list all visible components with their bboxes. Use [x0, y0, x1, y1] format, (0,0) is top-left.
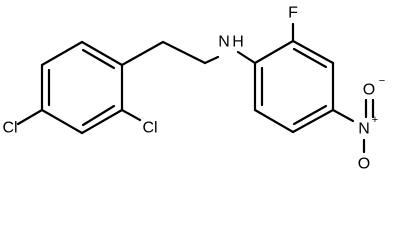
- bond-nh-ring: [236, 50, 257, 65]
- bond: [40, 108, 84, 135]
- double-bond-inner: [81, 104, 116, 127]
- bond: [40, 40, 84, 67]
- bond-ethyl-1: [120, 40, 165, 67]
- dichlorophenyl-ring: [40, 40, 124, 135]
- fluorine-atom: F: [288, 5, 298, 22]
- bond: [253, 108, 295, 134]
- double-bond-inner: [292, 47, 328, 69]
- bond-cl-right: [120, 108, 142, 122]
- bond-nitro: [331, 108, 355, 123]
- bond: [291, 39, 335, 65]
- nitro-oxygen-atom-bottom: O: [358, 156, 370, 173]
- nitro-nitrogen-atom: N: [358, 121, 370, 138]
- double-bond-inner: [81, 48, 116, 70]
- bond: [80, 40, 124, 67]
- bond: [80, 108, 124, 135]
- bond: [253, 39, 295, 65]
- chemical-structure: Cl Cl N H F N + O − O: [2, 5, 385, 173]
- nitro-nitrogen-charge: +: [372, 114, 378, 126]
- amine-nitrogen-atom: N: [218, 34, 230, 51]
- bond-ethyl-2: [161, 40, 207, 65]
- nitro-oxygen-atom-top: O: [363, 82, 375, 99]
- bond-ethyl-nh: [203, 55, 220, 65]
- bond: [291, 108, 335, 134]
- amine-hydrogen-atom: H: [232, 34, 244, 51]
- chlorine-atom-right: Cl: [142, 120, 157, 137]
- bond-cl-left: [16, 108, 44, 126]
- chlorine-atom-left: Cl: [2, 120, 17, 137]
- double-bond-inner: [292, 104, 328, 126]
- fluoronitrophenyl-ring: [253, 39, 335, 134]
- nitro-oxygen-charge: −: [379, 75, 385, 87]
